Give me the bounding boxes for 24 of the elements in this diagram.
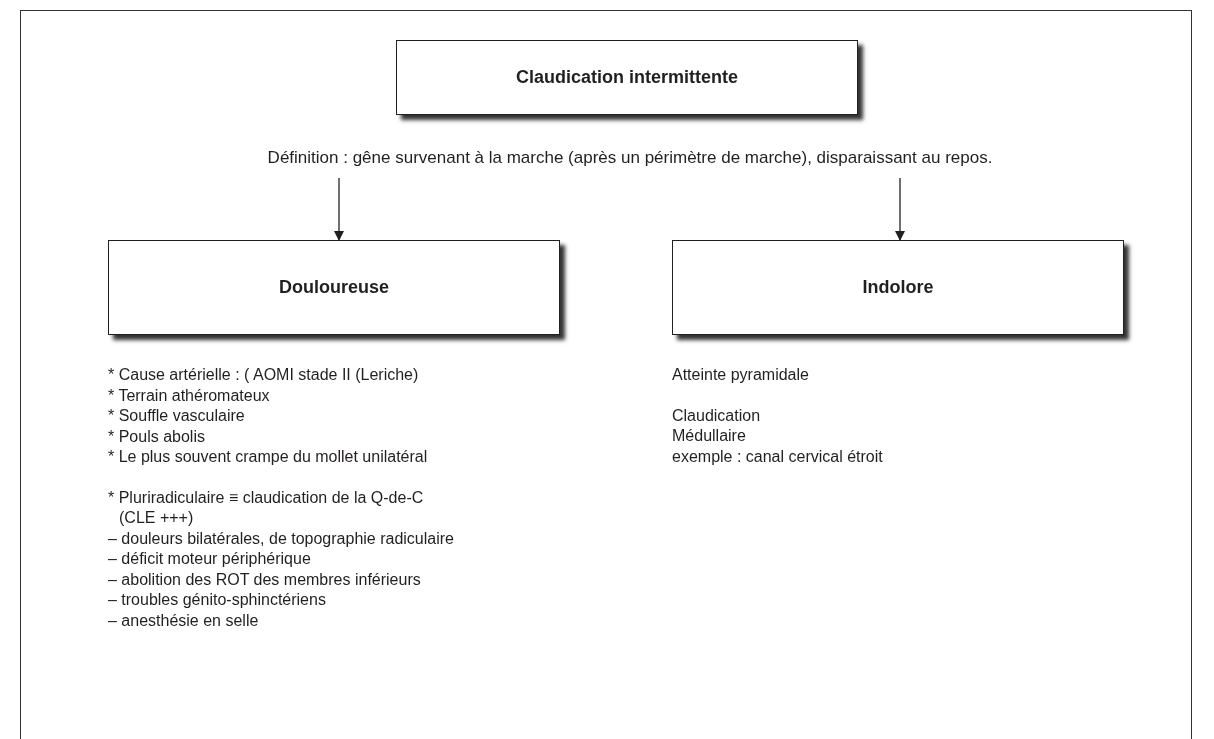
list-item: exemple : canal cervical étroit [672, 446, 883, 467]
box-title: Douloureuse [279, 277, 389, 298]
arrow [895, 177, 905, 241]
list-item: – abolition des ROT des membres inférieurs [108, 569, 422, 590]
box-title: Claudication intermittente [516, 67, 738, 88]
arrow [334, 177, 344, 241]
list-item: Claudication [672, 405, 762, 426]
category-box [672, 240, 1124, 335]
list-item: * Terrain athéromateux [108, 385, 271, 406]
list-item: * Cause artérielle : ( AOMI stade II (Leriche) [108, 365, 420, 385]
list-item: – anesthésie en selle [108, 610, 260, 631]
list-item: Médullaire [672, 426, 747, 446]
list-item: * Souffle vasculaire [108, 406, 246, 426]
list-item: – douleurs bilatérales, de topographie radiculaire [108, 528, 454, 549]
list-item: – déficit moteur périphérique [108, 549, 312, 569]
category-box [108, 240, 560, 335]
box-title: Indolore [862, 277, 934, 298]
list-item: – troubles génito-sphinctériens [108, 590, 327, 610]
list-item: Atteinte pyramidale [672, 365, 810, 385]
list-item: * Pluriradiculaire ≡ claudication de la Q-de-C (CLE +++) [108, 487, 425, 528]
list-item: * Pouls abolis [108, 426, 206, 447]
category-box [396, 40, 858, 115]
definition-text: Définition : gêne survenant à la marche (après un périmètre de marche), disparaissant au repos. [100, 148, 1160, 174]
list-item: * Le plus souvent crampe du mollet unilatéral [108, 447, 429, 467]
